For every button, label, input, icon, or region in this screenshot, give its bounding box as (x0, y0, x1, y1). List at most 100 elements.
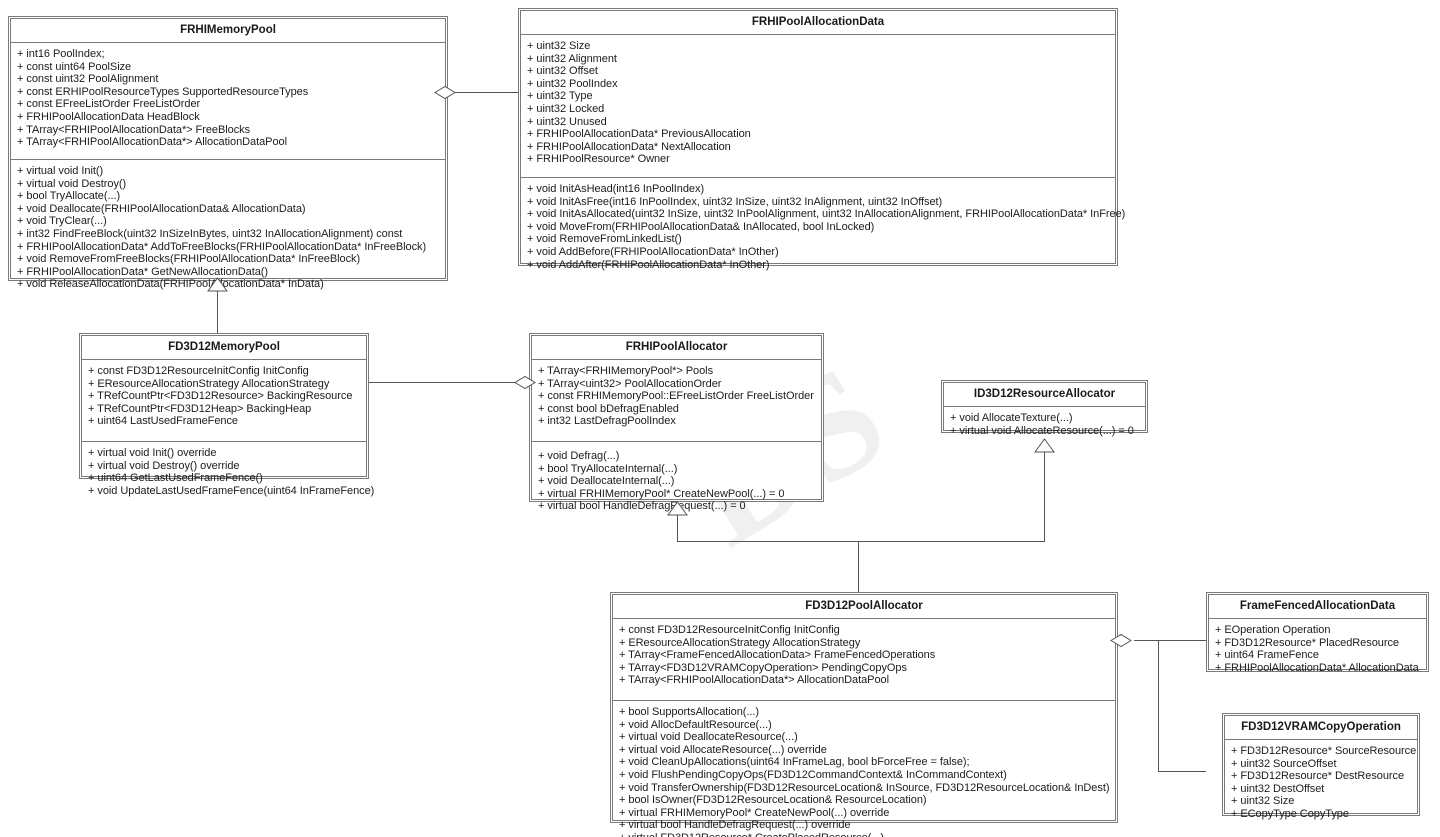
attribute-row: + EResourceAllocationStrategy Allocation… (619, 636, 861, 649)
attribute-row: + const uint64 PoolSize (17, 60, 132, 73)
attribute-row: + uint32 DestOffset (1231, 782, 1325, 795)
attribute-row: + uint32 Offset (527, 65, 598, 78)
method-row: + virtual void Init() override (88, 447, 217, 459)
class-box-fd3d12vramcopyoperation[interactable]: FD3D12VRAMCopyOperation + FD3D12Resource… (1222, 713, 1420, 820)
attribute-row: + TArray<FrameFencedAllocationData> Fram… (619, 649, 936, 662)
class-box-fd3d12poolallocator[interactable]: FD3D12PoolAllocator + const FD3D12Resour… (610, 592, 1118, 837)
method-row: + virtual void Destroy() (17, 177, 127, 190)
connector-vramcopy-h (1158, 771, 1206, 772)
attribute-row: + uint64 LastUsedFrameFence (88, 415, 238, 428)
method-row: + void DeallocateInternal(...) (538, 475, 675, 488)
attribute-row: + TArray<FRHIPoolAllocationData*> FreeBl… (17, 123, 251, 136)
method-row: + void AddAfter(FRHIPoolAllocationData* … (527, 258, 770, 271)
attribute-row: + const FD3D12ResourceInitConfig InitCon… (88, 365, 309, 377)
attribute-row: + FRHIPoolAllocationData HeadBlock (17, 110, 200, 123)
class-attributes-frhipoolallocationdata: + uint32 Size + uint32 Alignment + uint3… (521, 35, 1115, 178)
class-box-framefencedallocationdata[interactable]: FrameFencedAllocationData + EOperation O… (1206, 592, 1429, 674)
method-row: + void MoveFrom(FRHIPoolAllocationData& … (527, 220, 875, 233)
method-row: + void Defrag(...) (538, 450, 620, 462)
attribute-row: + const FD3D12ResourceInitConfig InitCon… (619, 624, 840, 636)
aggregation-diamond-memorypool (434, 85, 456, 100)
attribute-row: + TArray<FD3D12VRAMCopyOperation> Pendin… (619, 661, 907, 674)
attribute-row: + const uint32 PoolAlignment (17, 73, 159, 86)
aggregation-diamond-poolallocator (514, 375, 536, 390)
class-title-fd3d12vramcopyoperation: FD3D12VRAMCopyOperation (1225, 716, 1417, 740)
connector-d3d12poolalloc-to-id3d12-h (858, 541, 1044, 542)
attribute-row: + const EFreeListOrder FreeListOrder (17, 98, 201, 111)
method-row: + FRHIPoolAllocationData* GetNewAllocati… (17, 265, 269, 278)
method-row: + virtual FD3D12Resource* CreatePlacedRe… (619, 832, 1110, 837)
class-methods-fd3d12poolallocator: + bool SupportsAllocation(...) + void Al… (613, 701, 1115, 837)
class-methods-frhipoolallocationdata: + void InitAsHead(int16 InPoolIndex) + v… (521, 178, 1125, 277)
attribute-row: + uint32 PoolIndex (527, 77, 618, 90)
method-row: + void UpdateLastUsedFrameFence(uint64 I… (88, 484, 375, 497)
attribute-row: + ECopyType CopyType (1231, 807, 1349, 820)
attribute-row: + uint32 SourceOffset (1231, 757, 1337, 770)
connector-d3d12poolalloc-to-id3d12-v (1044, 452, 1045, 542)
method-row: + void CleanUpAllocations(uint64 InFrame… (619, 756, 970, 769)
method-row: + void RemoveFromFreeBlocks(FRHIPoolAllo… (17, 253, 361, 266)
method-row: + void TransferOwnership(FD3D12ResourceL… (619, 781, 1110, 794)
class-title-framefencedallocationdata: FrameFencedAllocationData (1209, 595, 1426, 619)
class-methods-id3d12resourceallocator: + void AllocateTexture(...) + virtual vo… (944, 407, 1145, 443)
class-title-frhipoolallocationdata: FRHIPoolAllocationData (521, 11, 1115, 35)
method-row: + void AddBefore(FRHIPoolAllocationData*… (527, 245, 779, 258)
method-row: + bool IsOwner(FD3D12ResourceLocation& R… (619, 794, 927, 807)
connector-d3d12poolalloc-to-poolalloc-v (677, 515, 678, 542)
attribute-row: + const bool bDefragEnabled (538, 402, 679, 415)
class-box-id3d12resourceallocator[interactable]: ID3D12ResourceAllocator + void AllocateT… (941, 380, 1148, 437)
method-row: + void Deallocate(FRHIPoolAllocationData… (17, 202, 306, 215)
class-methods-fd3d12memorypool: + virtual void Init() override + virtual… (82, 442, 375, 503)
attribute-row: + FRHIPoolAllocationData* AllocationData (1215, 661, 1419, 674)
attribute-row: + uint32 Size (1231, 795, 1295, 808)
class-title-fd3d12poolallocator: FD3D12PoolAllocator (613, 595, 1115, 619)
attribute-row: + FD3D12Resource* PlacedResource (1215, 636, 1399, 649)
method-row: + FRHIPoolAllocationData* AddToFreeBlock… (17, 240, 427, 253)
method-row: + virtual void Destroy() override (88, 459, 240, 472)
class-title-frhipoolallocator: FRHIPoolAllocator (532, 336, 821, 360)
connector-vramcopy-v (1158, 640, 1159, 771)
method-row: + int32 FindFreeBlock(uint32 InSizeInByt… (17, 227, 403, 240)
method-row: + virtual void Init() (17, 165, 104, 177)
class-attributes-fd3d12poolallocator: + const FD3D12ResourceInitConfig InitCon… (613, 619, 1115, 701)
method-row: + uint64 GetLastUsedFrameFence() (88, 472, 263, 485)
method-row: + void RemoveFromLinkedList() (527, 233, 682, 246)
attribute-row: + TRefCountPtr<FD3D12Resource> BackingRe… (88, 390, 353, 403)
method-row: + void AllocDefaultResource(...) (619, 718, 772, 731)
method-row: + virtual void DeallocateResource(...) (619, 731, 798, 744)
attribute-row: + uint32 Size (527, 40, 591, 52)
method-row: + virtual void AllocateResource(...) ove… (619, 743, 827, 756)
class-title-fd3d12memorypool: FD3D12MemoryPool (82, 336, 366, 360)
attribute-row: + FRHIPoolAllocationData* NextAllocation (527, 140, 731, 153)
connector-d3d12memorypool-to-poolallocator (369, 382, 517, 383)
method-row: + virtual bool HandleDefragRequest(...) … (619, 819, 851, 832)
attribute-row: + int16 PoolIndex; (17, 48, 105, 60)
attribute-row: + uint64 FrameFence (1215, 649, 1319, 662)
attribute-row: + uint32 Unused (527, 115, 607, 128)
attribute-row: + uint32 Type (527, 90, 593, 103)
class-box-frhimemorypool[interactable]: FRHIMemoryPool + int16 PoolIndex; + cons… (8, 16, 448, 290)
class-methods-frhipoolallocator: + void Defrag(...) + bool TryAllocateInt… (532, 442, 821, 519)
attribute-row: + uint32 Alignment (527, 52, 617, 65)
attribute-row: + TArray<FRHIMemoryPool*> Pools (538, 365, 714, 377)
class-title-id3d12resourceallocator: ID3D12ResourceAllocator (944, 383, 1145, 407)
attribute-row: + EResourceAllocationStrategy Allocation… (88, 377, 330, 390)
class-attributes-fd3d12memorypool: + const FD3D12ResourceInitConfig InitCon… (82, 360, 366, 442)
method-row: + void ReleaseAllocationData(FRHIPoolAll… (17, 278, 324, 291)
attribute-row: + FD3D12Resource* SourceResource (1231, 745, 1417, 757)
method-row: + bool TryAllocateInternal(...) (538, 462, 678, 475)
method-row: + void FlushPendingCopyOps(FD3D12Command… (619, 768, 1007, 781)
method-row: + bool TryAllocate(...) (17, 190, 121, 203)
class-box-frhipoolallocationdata[interactable]: FRHIPoolAllocationData + uint32 Size + u… (518, 8, 1125, 271)
attribute-row: + TRefCountPtr<FD3D12Heap> BackingHeap (88, 402, 312, 415)
aggregation-diamond-framefenced (1110, 633, 1132, 648)
method-row: + void InitAsHead(int16 InPoolIndex) (527, 183, 705, 195)
class-box-frhipoolallocator[interactable]: FRHIPoolAllocator + TArray<FRHIMemoryPoo… (529, 333, 824, 512)
attribute-row: + const FRHIMemoryPool::EFreeListOrder F… (538, 390, 814, 403)
method-row: + virtual void AllocateResource(...) = 0 (950, 424, 1134, 437)
attribute-row: + TArray<uint32> PoolAllocationOrder (538, 377, 722, 390)
class-attributes-frhimemorypool: + int16 PoolIndex; + const uint64 PoolSi… (11, 43, 445, 160)
attribute-row: + TArray<FRHIPoolAllocationData*> Alloca… (619, 674, 889, 687)
class-box-fd3d12memorypool[interactable]: FD3D12MemoryPool + const FD3D12ResourceI… (79, 333, 374, 497)
